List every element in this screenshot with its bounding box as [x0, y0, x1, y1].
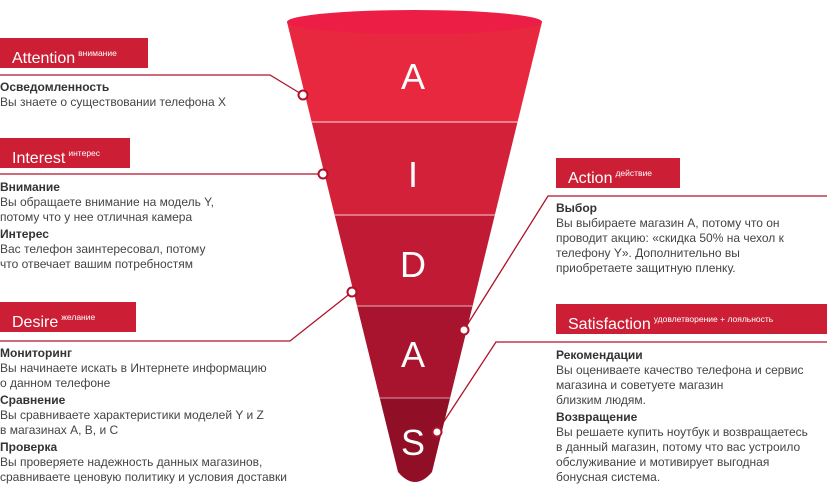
action-text: Выбор Вы выбираете магазин А, потому что…: [556, 201, 824, 276]
satisfaction-heading-2: Возвращение: [556, 410, 638, 424]
desire-text: Мониторинг Вы начинаете искать в Интерне…: [0, 346, 330, 485]
funnel-letter-a: A: [401, 56, 425, 97]
satisfaction-text: Рекомендации Вы оцениваете качество теле…: [556, 348, 826, 485]
dot-action: [458, 324, 470, 336]
desire-line: Вы проверяете надежность данных магазино…: [0, 455, 263, 469]
connector-satisfaction: [436, 341, 827, 433]
desire-heading-3: Проверка: [0, 440, 58, 454]
attention-line: Вы знаете о существовании телефона X: [0, 95, 227, 109]
interest-line: потому что у нее отличная камера: [0, 210, 193, 224]
marker-dots: [297, 89, 470, 438]
tag-attention-label: Attention: [12, 50, 76, 67]
dot-interest: [317, 168, 329, 180]
tag-interest-sub: интерес: [68, 148, 101, 158]
funnel-letter-d: D: [400, 244, 426, 285]
interest-heading-1: Внимание: [0, 180, 60, 194]
desire-heading-2: Сравнение: [0, 393, 66, 407]
funnel-top-rim: [287, 10, 542, 34]
attention-text: Осведомленность Вы знаете о существовани…: [0, 80, 275, 110]
tag-desire-label: Desire: [12, 314, 59, 331]
dot-desire: [346, 286, 358, 298]
satisfaction-line: в данный магазин, потому что вас устроил…: [556, 440, 801, 454]
funnel-letter-i: I: [408, 154, 418, 195]
tag-satisfaction-label: Satisfaction: [568, 316, 651, 333]
satisfaction-heading-1: Рекомендации: [556, 348, 643, 362]
tag-satisfaction-sub: удовлетворение + лояльность: [653, 314, 774, 324]
satisfaction-line: бонусная система.: [556, 470, 661, 484]
action-line: проводит акцию: «скидка 50% на чехол к: [556, 231, 784, 245]
satisfaction-line: Вы решаете купить ноутбук и возвращаетес…: [556, 425, 808, 439]
connector-attention: [0, 74, 304, 96]
desire-line: в магазинах A, B, и C: [0, 423, 119, 437]
connector-action: [463, 195, 827, 331]
connector-desire: [0, 291, 353, 342]
satisfaction-line: магазина и советуете магазин: [556, 378, 724, 392]
action-line: телефону Y». Дополнительно вы: [556, 246, 740, 260]
interest-line: Вас телефон заинтересовал, потому: [0, 242, 206, 256]
desire-heading-1: Мониторинг: [0, 346, 72, 360]
tag-interest-label: Interest: [12, 150, 66, 167]
connector-lines: [0, 74, 827, 433]
funnel-letters: A I D A S: [400, 56, 426, 463]
satisfaction-line: обслуживание и мотивирует выгодная: [556, 455, 770, 469]
desire-line: сравниваете ценовую политику и условия д…: [0, 470, 287, 484]
interest-heading-2: Интерес: [0, 227, 49, 241]
funnel-segment-a: [287, 22, 542, 122]
action-heading-1: Выбор: [556, 201, 597, 215]
desire-line: Вы сравниваете характеристики моделей Y …: [0, 408, 264, 422]
interest-line: Вы обращаете внимание на модель Y,: [0, 195, 214, 209]
tag-action-label: Action: [568, 170, 613, 187]
dot-attention: [297, 89, 309, 101]
funnel-letter-s: S: [401, 422, 425, 463]
action-line: приобретаете защитную пленку.: [556, 261, 736, 275]
satisfaction-line: близким людям.: [556, 393, 646, 407]
funnel-letter-a2: A: [401, 334, 425, 375]
tag-desire-sub: желание: [61, 312, 96, 322]
desire-line: о данном телефоне: [0, 376, 111, 390]
dot-satisfaction: [431, 426, 443, 438]
interest-text: Внимание Вы обращаете внимание на модель…: [0, 180, 260, 272]
tag-attention-sub: внимание: [78, 48, 117, 58]
interest-line: что отвечает вашим потребностям: [0, 257, 193, 271]
tag-action-sub: действие: [615, 168, 653, 178]
desire-line: Вы начинаете искать в Интернете информац…: [0, 361, 267, 375]
attention-heading-1: Осведомленность: [0, 80, 110, 94]
satisfaction-line: Вы оцениваете качество телефона и сервис: [556, 363, 804, 377]
action-line: Вы выбираете магазин А, потому что он: [556, 216, 780, 230]
